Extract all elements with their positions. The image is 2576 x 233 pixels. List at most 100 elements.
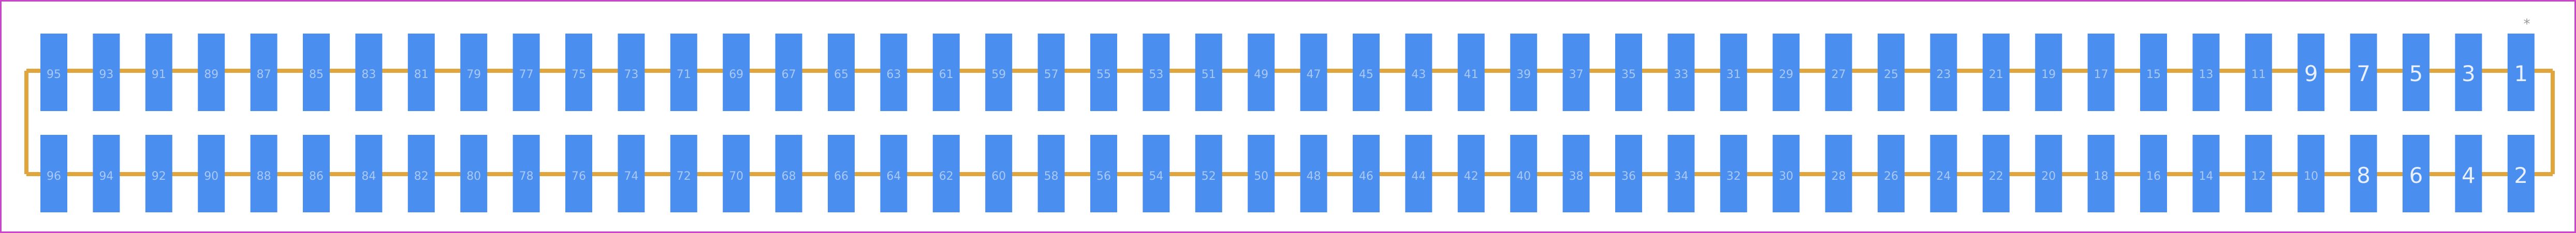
- pad-number: 77: [519, 68, 534, 81]
- pad-number: 26: [1884, 170, 1898, 183]
- pad: 84: [355, 135, 383, 212]
- pad: 94: [93, 135, 120, 212]
- pad-number: 80: [466, 170, 481, 183]
- pad: 16: [2140, 135, 2167, 212]
- pad-body: [670, 135, 697, 212]
- pad: 83: [355, 34, 383, 111]
- pad-body: [2192, 135, 2220, 212]
- pad: 47: [1300, 34, 1327, 111]
- pad-number: 52: [1202, 170, 1216, 183]
- pad-body: [1037, 135, 1065, 212]
- pad-body: [198, 135, 225, 212]
- pad: 24: [1930, 135, 1957, 212]
- pad-number: 55: [1096, 68, 1111, 81]
- pad-number: 28: [1832, 170, 1846, 183]
- pad-body: [1720, 135, 1747, 212]
- pad-number: 20: [2041, 170, 2056, 183]
- pad-body: [1457, 34, 1485, 111]
- pad-number: 65: [834, 68, 848, 81]
- pad: 80: [460, 135, 488, 212]
- pad-number: 57: [1044, 68, 1059, 81]
- pad: 75: [565, 34, 592, 111]
- pad: 11: [2245, 34, 2272, 111]
- pad-number: 94: [99, 170, 113, 183]
- pad: 4: [2455, 135, 2482, 212]
- pad: 71: [670, 34, 697, 111]
- pad-number: 67: [782, 68, 796, 81]
- pad-number: 68: [782, 170, 796, 183]
- pad: 29: [1773, 34, 1800, 111]
- pad-number: 9: [2304, 61, 2318, 86]
- pad: 73: [618, 34, 645, 111]
- pad: 8: [2350, 135, 2377, 212]
- pad-body: [40, 135, 67, 212]
- pad-number: 56: [1096, 170, 1111, 183]
- pad: 50: [1248, 135, 1275, 212]
- pad: 79: [460, 34, 488, 111]
- pad: 26: [1878, 135, 1905, 212]
- pad-number: 34: [1674, 170, 1688, 183]
- pad-body: [407, 135, 435, 212]
- pad-body: [1090, 135, 1117, 212]
- pad: 74: [618, 135, 645, 212]
- pad-body: [1982, 34, 2010, 111]
- pad: 27: [1825, 34, 1852, 111]
- pad-number: 41: [1464, 68, 1479, 81]
- pad-body: [355, 34, 383, 111]
- pad-number: 49: [1254, 68, 1268, 81]
- pad-body: [1982, 135, 2010, 212]
- pad-body: [1457, 135, 1485, 212]
- pad-body: [2455, 135, 2482, 212]
- pad-number: 64: [886, 170, 901, 183]
- pad: 23: [1930, 34, 1957, 111]
- pad-body: [723, 34, 750, 111]
- pad-number: 18: [2094, 170, 2109, 183]
- pad-number: 14: [2199, 170, 2213, 183]
- pad: 12: [2245, 135, 2272, 212]
- pad: 15: [2140, 34, 2167, 111]
- pad: 13: [2192, 34, 2220, 111]
- pad-body: [932, 34, 960, 111]
- pad: 46: [1353, 135, 1380, 212]
- pad: 6: [2403, 135, 2429, 212]
- pad-number: 23: [1936, 68, 1951, 81]
- pad: 39: [1510, 34, 1538, 111]
- pad-body: [1195, 135, 1222, 212]
- pad-body: [2507, 135, 2535, 212]
- pad-body: [565, 135, 592, 212]
- pad-number: 43: [1411, 68, 1426, 81]
- pad-number: 59: [991, 68, 1006, 81]
- pad: 91: [145, 34, 172, 111]
- pad: 60: [985, 135, 1013, 212]
- pad-number: 86: [309, 170, 324, 183]
- pad-number: 11: [2251, 68, 2266, 81]
- pad: 20: [2035, 135, 2062, 212]
- pad: 85: [303, 34, 330, 111]
- pad: 76: [565, 135, 592, 212]
- pad: 31: [1720, 34, 1747, 111]
- pad-number: 42: [1464, 170, 1479, 183]
- pad: 49: [1248, 34, 1275, 111]
- pad: 43: [1405, 34, 1432, 111]
- pad-body: [93, 34, 120, 111]
- pad: 55: [1090, 34, 1117, 111]
- pad-body: [1878, 34, 1905, 111]
- pad-body: [1037, 34, 1065, 111]
- pad-body: [2140, 135, 2167, 212]
- pad-number: 25: [1884, 68, 1898, 81]
- pad-body: [2192, 34, 2220, 111]
- pad: 95: [40, 34, 67, 111]
- pad-number: 21: [1989, 68, 2003, 81]
- pad-body: [303, 34, 330, 111]
- pad-number: 58: [1044, 170, 1059, 183]
- pad: 70: [723, 135, 750, 212]
- pad-body: [93, 135, 120, 212]
- pad-number: 33: [1674, 68, 1688, 81]
- pad: 40: [1510, 135, 1538, 212]
- pad: 54: [1143, 135, 1170, 212]
- pad-body: [1405, 34, 1432, 111]
- pad-number: 8: [2357, 163, 2370, 188]
- pad-body: [723, 135, 750, 212]
- pad-number: 30: [1779, 170, 1793, 183]
